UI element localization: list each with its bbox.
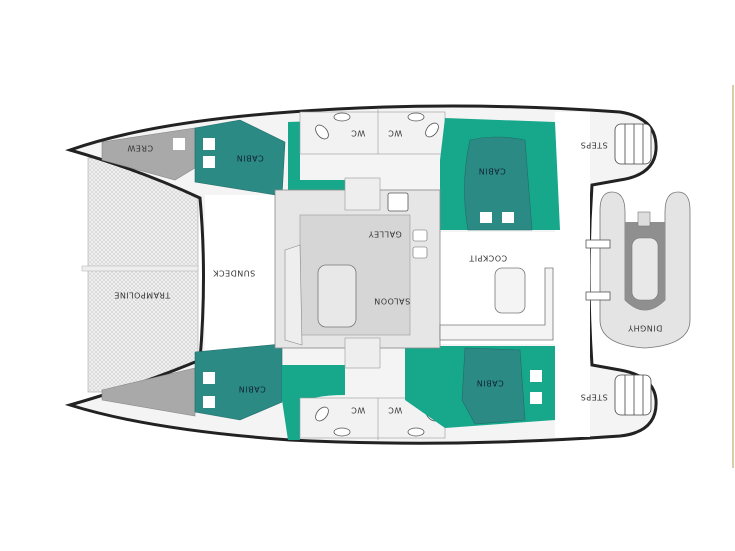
label-wc: WC [351,406,366,415]
trampoline-crossbar [81,265,199,272]
cockpit-table [494,267,526,314]
label-dinghy: DINGHY [628,324,663,333]
label-steps-top: STEPS [580,141,607,150]
cabin-aft-bottom [461,347,526,425]
cabin-fwd-bottom [194,343,283,421]
saloon-table [317,264,357,328]
stairs-bottom [344,337,381,369]
sink-icon [407,427,425,437]
stove-icon [387,192,409,212]
toilet-icon [315,406,329,422]
davit [585,239,611,249]
steps-bottom [614,374,652,416]
sundeck-area [205,195,275,355]
sink-icon [333,112,351,122]
steps-top [614,123,652,165]
trampoline-area [87,157,199,393]
label-wc: WC [351,129,366,138]
davit [585,291,611,301]
corridor-fwd-bottom [282,365,345,440]
label-cabin-fwd-bottom: CABIN [238,385,265,394]
cabin-aft-top [464,136,533,231]
toilet-icon [425,122,439,138]
sink-icon [333,427,351,437]
label-saloon: SALOON [374,297,410,306]
aft-deck [555,112,590,437]
toilet-icon [315,124,329,140]
label-cabin-aft-top: CABIN [478,167,505,176]
crew-window [173,138,185,150]
label-galley: GALLEY [368,230,402,239]
cabin-fwd-top [194,119,286,197]
galley-sink [412,229,428,242]
dinghy [599,191,691,349]
cockpit-bench [439,267,554,341]
label-cabin-fwd-top: CABIN [236,154,263,163]
label-cabin-aft-bottom: CABIN [476,379,503,388]
galley-sink [412,246,428,259]
saloon-settee [284,244,303,346]
stairs-top [344,177,381,211]
crew-cabin-bottom [101,367,196,417]
label-cockpit: COCKPIT [469,254,507,263]
label-sundeck: SUNDECK [213,269,256,278]
label-wc: WC [388,129,403,138]
sink-icon [407,112,425,122]
crew-cabin [101,127,196,181]
label-steps-bottom: STEPS [580,393,607,402]
label-wc: WC [388,406,403,415]
label-trampoline: TRAMPOLINE [114,291,171,300]
label-crew: CREW [127,144,153,153]
